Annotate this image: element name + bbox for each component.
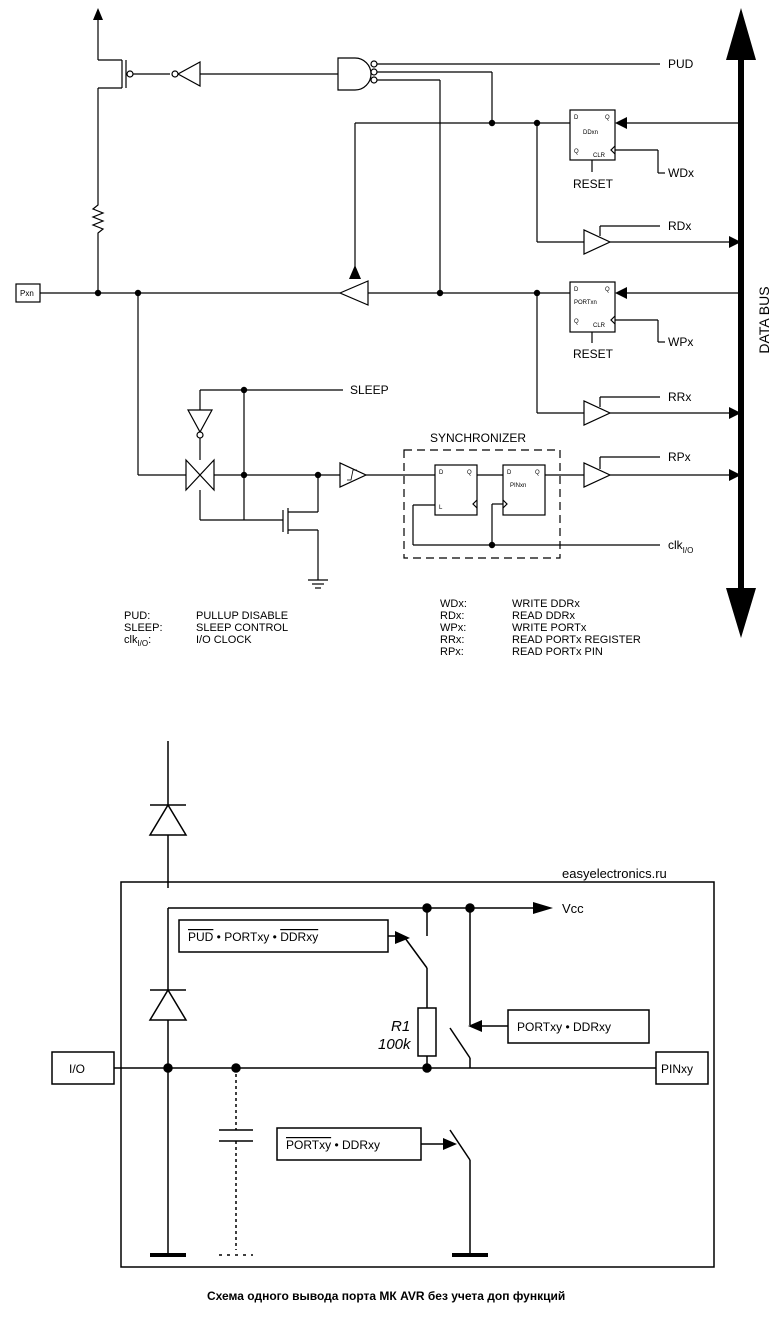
label-pullup-condition: PUD • PORTxy • DDRxy bbox=[188, 930, 318, 944]
data-bus-arrow bbox=[726, 8, 756, 638]
legend-value: PULLUP DISABLE bbox=[196, 610, 288, 622]
label-wdx: WDx bbox=[668, 166, 694, 180]
legend-key: WPx: bbox=[440, 622, 466, 634]
pin-q: Q bbox=[535, 470, 540, 476]
legend-value: READ DDRx bbox=[512, 610, 575, 622]
avr-io-pin-diagram bbox=[15, 8, 756, 638]
ddr-d: D bbox=[574, 115, 579, 121]
simplified-port-schematic bbox=[120, 741, 715, 1268]
bottom-labels: easyelectronics.ru Vcc PUD • PORTxy • DD… bbox=[69, 866, 693, 1303]
legend-key: SLEEP: bbox=[124, 622, 163, 634]
ddr-clr: CLR bbox=[593, 153, 606, 159]
port-q: Q bbox=[605, 287, 610, 293]
label-pud: PUD bbox=[668, 57, 694, 71]
port-clr: CLR bbox=[593, 323, 606, 329]
legend-value: READ PORTx PIN bbox=[512, 646, 603, 658]
label-clk: clkI/O bbox=[668, 538, 693, 555]
legend-key: clkI/O: bbox=[124, 634, 151, 648]
ddr-q: Q bbox=[605, 115, 610, 121]
label-sleep: SLEEP bbox=[350, 383, 389, 397]
legend-value: I/O CLOCK bbox=[196, 634, 252, 646]
legend-key: RDx: bbox=[440, 610, 464, 622]
top-labels: PUD WDx RDx WPx RRx RPx SLEEP clkI/O Pxn… bbox=[20, 57, 772, 555]
label-reset-port: RESET bbox=[573, 347, 614, 361]
legend-key: RRx: bbox=[440, 634, 464, 646]
sync-q: Q bbox=[467, 470, 472, 476]
port-d: D bbox=[574, 287, 579, 293]
label-lowside-condition: PORTxy • DDRxy bbox=[286, 1138, 380, 1152]
label-resistor-value: 100k bbox=[378, 1036, 412, 1053]
simplified-port-schematic-body bbox=[51, 803, 709, 1257]
legend-value: SLEEP CONTROL bbox=[196, 622, 288, 634]
port-qbar: Q bbox=[574, 319, 579, 325]
legend-right: WDx: WRITE DDRx RDx: READ DDRx WPx: WRIT… bbox=[440, 598, 641, 658]
label-synchronizer: SYNCHRONIZER bbox=[430, 431, 526, 445]
legend-value: WRITE DDRx bbox=[512, 598, 580, 610]
pin-name: PINxn bbox=[510, 483, 526, 489]
sync-l: L bbox=[439, 505, 443, 511]
label-rdx: RDx bbox=[668, 219, 691, 233]
label-rrx: RRx bbox=[668, 390, 691, 404]
label-io: I/O bbox=[69, 1062, 85, 1076]
legend-key: RPx: bbox=[440, 646, 464, 658]
legend-left: PUD: PULLUP DISABLE SLEEP: SLEEP CONTROL… bbox=[124, 610, 288, 648]
label-highside-condition: PORTxy • DDRxy bbox=[517, 1020, 611, 1034]
label-pinxy: PINxy bbox=[661, 1062, 693, 1076]
label-reset-ddr: RESET bbox=[573, 177, 614, 191]
label-rpx: RPx bbox=[668, 450, 691, 464]
port-name: PORTxn bbox=[574, 300, 597, 306]
legend-value: READ PORTx REGISTER bbox=[512, 634, 641, 646]
ddr-qbar: Q bbox=[574, 149, 579, 155]
legend-key: WDx: bbox=[440, 598, 467, 610]
legend-value: WRITE PORTx bbox=[512, 622, 587, 634]
watermark: easyelectronics.ru bbox=[562, 866, 667, 881]
label-data-bus: DATA BUS bbox=[756, 286, 772, 353]
ddr-name: DDxn bbox=[583, 130, 598, 136]
sync-d: D bbox=[439, 470, 444, 476]
pin-d: D bbox=[507, 470, 512, 476]
label-wpx: WPx bbox=[668, 335, 693, 349]
label-vcc: Vcc bbox=[562, 901, 584, 916]
caption: Схема одного вывода порта МК AVR без уче… bbox=[207, 1289, 565, 1303]
label-resistor-name: R1 bbox=[391, 1018, 410, 1035]
label-pxn: Pxn bbox=[20, 289, 34, 298]
legend-key: PUD: bbox=[124, 610, 150, 622]
